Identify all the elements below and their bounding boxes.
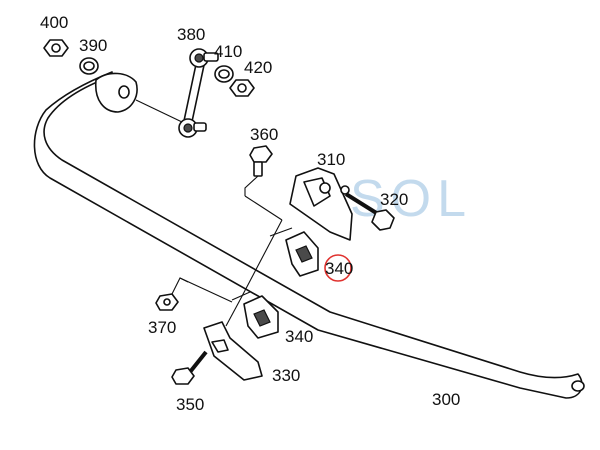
label-400: 400 (40, 13, 68, 32)
leader-lines (179, 195, 283, 327)
bolt-360 (244, 145, 273, 196)
label-310: 310 (317, 150, 345, 169)
bolt-370 (155, 277, 189, 311)
nut-400 (43, 39, 69, 57)
label-410: 410 (214, 42, 242, 61)
stabilizer-link-380 (178, 48, 219, 138)
label-340-lower: 340 (285, 327, 313, 346)
clamp-330 (203, 321, 263, 381)
label-320: 320 (380, 190, 408, 209)
bracket-310 (289, 167, 353, 241)
label-360: 360 (250, 125, 278, 144)
label-390: 390 (79, 36, 107, 55)
bolt-350 (171, 350, 208, 385)
washer-410 (214, 65, 234, 83)
label-380: 380 (177, 25, 205, 44)
bushing-340-lower (231, 291, 279, 339)
label-370: 370 (148, 318, 176, 337)
label-330: 330 (272, 366, 300, 385)
bolt-320 (344, 192, 395, 231)
label-420: 420 (244, 58, 272, 77)
washer-390 (79, 57, 99, 75)
label-300: 300 (432, 390, 460, 409)
label-340-upper: 340 (325, 259, 353, 278)
nut-420 (229, 79, 255, 97)
label-350: 350 (176, 395, 204, 414)
watermark-text: SOL (350, 170, 472, 228)
stabilizer-bar-300 (33, 71, 585, 399)
bushing-340-upper (269, 227, 319, 277)
highlight-circle (324, 254, 352, 282)
